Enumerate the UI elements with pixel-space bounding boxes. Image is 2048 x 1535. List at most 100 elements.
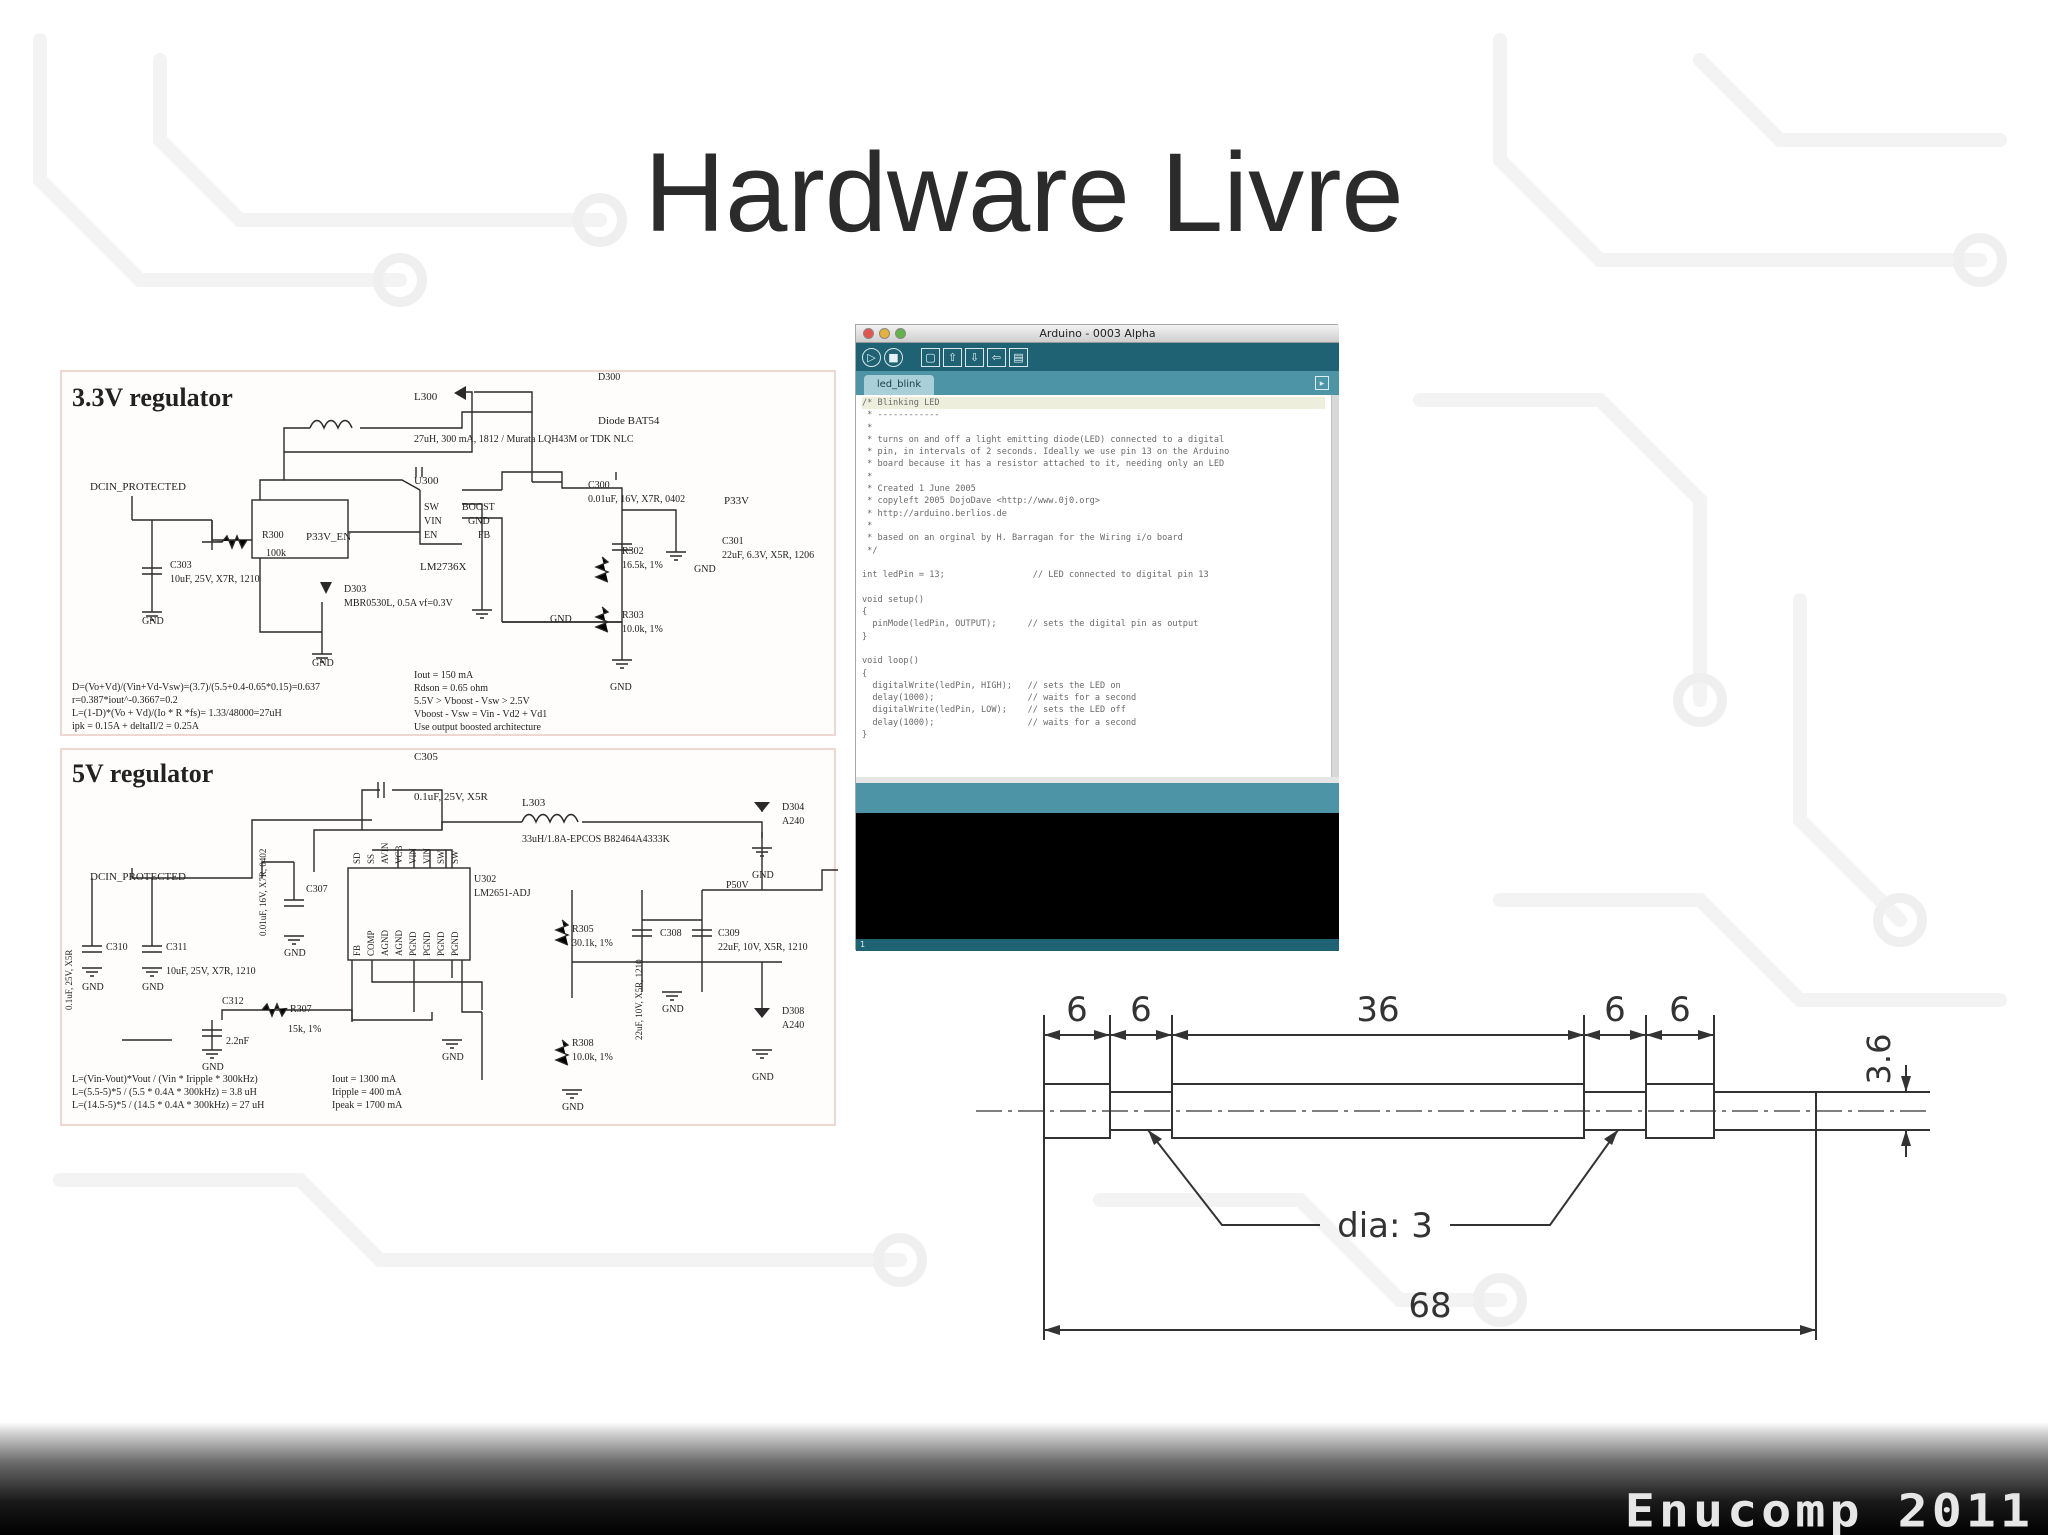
code-line: [862, 557, 1325, 569]
r305-value: 30.1k, 1%: [572, 938, 613, 949]
minimize-window-icon[interactable]: [879, 328, 890, 339]
u302-pin-label: PGND: [422, 931, 432, 956]
pin-gnd: GND: [468, 516, 490, 527]
c310-spec: 0.1uF, 25V, X5R: [64, 950, 74, 1010]
d303-spec: MBR0530L, 0.5A vf=0.3V: [344, 598, 453, 609]
dim-label: 6: [1130, 990, 1152, 1030]
note-line: D=(Vo+Vd)/(Vin+Vd-Vsw)=(3.7)/(5.5+0.4-0.…: [72, 682, 320, 693]
gnd-label: GND: [662, 1004, 684, 1015]
open-icon[interactable]: ⇧: [943, 347, 962, 367]
u302-pin-label: SD: [352, 852, 362, 864]
stop-icon[interactable]: ■: [884, 347, 903, 367]
code-line: {: [862, 668, 868, 679]
gnd-label: GND: [752, 870, 774, 881]
schematic-3v3-regulator: 3.3V regulator DCIN_PROTECTED L300 27uH,…: [60, 370, 836, 736]
u302-pin-label: SS: [366, 854, 376, 864]
ide-console: [856, 813, 1339, 939]
note-line: Use output boosted architecture: [414, 722, 541, 733]
dim-label: 6: [1066, 990, 1088, 1030]
schematic-5v-regulator: 5V regulator DCIN_PROTECTED C305 0.1uF, …: [60, 748, 838, 1126]
code-line: *: [862, 422, 873, 433]
footer-brand: Enucomp 2011: [1624, 1484, 2034, 1535]
d308-part: A240: [782, 1020, 804, 1031]
schematic-3v3-drawing: 3.3V regulator DCIN_PROTECTED L300 27uH,…: [72, 372, 814, 733]
play-icon[interactable]: ▷: [862, 347, 881, 367]
c311-label: C311: [166, 942, 187, 953]
gnd-label: GND: [82, 982, 104, 993]
note-line: L=(5.5-5)*5 / (5.5 * 0.4A * 300kHz) = 3.…: [72, 1087, 257, 1098]
note-line: ipk = 0.15A + deltaIl/2 = 0.25A: [72, 721, 200, 732]
r303-label: R303: [622, 610, 644, 621]
note-line: Vboost - Vsw = Vin - Vd2 + Vd1: [414, 709, 547, 720]
code-line: pinMode(ledPin, OUTPUT); // sets the dig…: [862, 619, 1199, 630]
dcin-label: DCIN_PROTECTED: [90, 871, 186, 883]
u302-label: U302: [474, 874, 496, 885]
tab-menu-icon[interactable]: ▸: [1315, 376, 1329, 390]
serial-icon[interactable]: ▤: [1009, 347, 1028, 367]
u302-pin-label: FB: [352, 945, 362, 956]
u302-pin-label: COMP: [366, 930, 376, 956]
pin-fb: FB: [478, 530, 491, 541]
note-line: Iripple = 400 mA: [332, 1087, 403, 1098]
new-icon[interactable]: ▢: [921, 347, 940, 367]
ide-window-title: Arduino - 0003 Alpha: [1039, 327, 1156, 340]
zoom-window-icon[interactable]: [895, 328, 906, 339]
u302-pin-label: SW: [436, 850, 446, 864]
gnd-label: GND: [442, 1052, 464, 1063]
code-line: * copyleft 2005 DojoDave <http://www.0j0…: [862, 496, 1100, 507]
c311-spec: 10uF, 25V, X7R, 1210: [166, 966, 256, 977]
r300-value: 100k: [266, 548, 286, 559]
u302-pin-label: VCB: [394, 845, 404, 864]
d308-label: D308: [782, 1006, 804, 1017]
ide-status-bar: [856, 783, 1339, 813]
arduino-ide-window: Arduino - 0003 Alpha ▷ ■ ▢ ⇧ ⇩ ⇦ ▤ led_b…: [855, 324, 1339, 951]
code-line: void loop(): [862, 656, 919, 667]
d300-spec: Diode BAT54: [598, 415, 660, 427]
dim-label: 6: [1669, 990, 1691, 1030]
u300-part: LM2736X: [420, 561, 467, 573]
save-icon[interactable]: ⇩: [965, 347, 984, 367]
dcin-label: DCIN_PROTECTED: [90, 481, 186, 493]
c305-spec: 0.1uF, 25V, X5R: [414, 791, 488, 803]
note-line: L=(Vin-Vout)*Vout / (Vin * Iripple * 300…: [72, 1074, 258, 1085]
c301-label: C301: [722, 536, 744, 547]
c309-label: C309: [718, 928, 740, 939]
note-line: 5.5V > Vboost - Vsw > 2.5V: [414, 696, 531, 707]
u302-pin-label: SW: [450, 850, 460, 864]
gnd-label: GND: [312, 658, 334, 669]
code-line: * Created 1 June 2005: [862, 484, 976, 495]
code-line: *: [862, 520, 873, 531]
l303-label: L303: [522, 797, 546, 809]
u302-pin-label: PGND: [408, 931, 418, 956]
c303-label: C303: [170, 560, 192, 571]
editor-divider[interactable]: [856, 777, 1339, 783]
gnd-label: GND: [550, 614, 572, 625]
p33v-label: P33V: [724, 495, 749, 507]
code-editor[interactable]: /* Blinking LED * ------------ * * turns…: [856, 395, 1331, 835]
close-window-icon[interactable]: [863, 328, 874, 339]
u302-pin-label: VIN: [422, 848, 432, 864]
code-line: /* Blinking LED: [862, 397, 1325, 410]
u302-pin-label: VIN: [408, 848, 418, 864]
shaft-technical-drawing: 6 6 36 6 6 3.6 dia: 3 68: [976, 990, 1930, 1340]
note-line: L=(14.5-5)*5 / (14.5 * 0.4A * 300kHz) = …: [72, 1100, 264, 1111]
u302-part: LM2651-ADJ: [474, 888, 531, 899]
r308-label: R308: [572, 1038, 594, 1049]
tab-led-blink[interactable]: led_blink: [864, 375, 934, 395]
slide-title: Hardware Livre: [644, 130, 1404, 255]
code-line: digitalWrite(ledPin, HIGH); // sets the …: [862, 680, 1121, 691]
c309-spec: 22uF, 10V, X5R, 1210: [718, 942, 808, 953]
code-line: * board because it has a resistor attach…: [862, 459, 1225, 470]
gnd-label: GND: [694, 564, 716, 575]
line-number-indicator: 1: [856, 939, 1339, 951]
d304-label: D304: [782, 802, 804, 813]
editor-scrollbar[interactable]: [1331, 395, 1339, 835]
note-line: L=(1-D)*(Vo + Vd)/(Io * R *fs)= 1.33/480…: [72, 708, 282, 719]
schematic-5v-drawing: 5V regulator DCIN_PROTECTED C305 0.1uF, …: [64, 751, 838, 1113]
c300-spec: 0.01uF, 16V, X7R, 0402: [588, 494, 685, 505]
code-line: [862, 581, 1325, 593]
export-icon[interactable]: ⇦: [987, 347, 1006, 367]
slide-footer: Enucomp 2011: [0, 1422, 2048, 1535]
pin-vin: VIN: [424, 516, 442, 527]
r300-label: R300: [262, 530, 284, 541]
